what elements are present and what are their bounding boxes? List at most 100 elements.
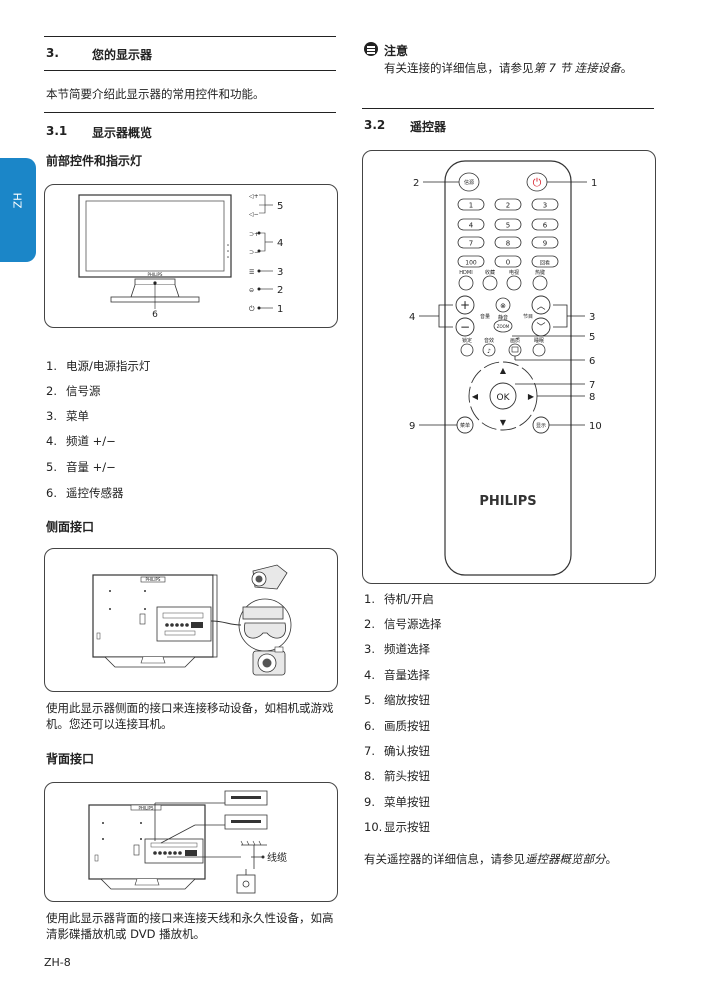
section-rule — [44, 70, 336, 71]
note-rule — [362, 108, 654, 109]
fav-label: 收藏 — [485, 269, 495, 276]
display-button-label: 显示 — [536, 423, 546, 429]
front-item-3: 3.菜单 — [46, 409, 89, 423]
front-heading: 前部控件和指示灯 — [46, 154, 143, 168]
zoom-label: ZOOM — [497, 324, 510, 329]
arrow-up-icon: ▲ — [500, 366, 507, 375]
back-figure: PHILIPS 线缆 — [44, 782, 338, 902]
remote-overview-link[interactable]: 遥控器概览部分 — [525, 852, 606, 866]
vol-minus-icon: − — [460, 320, 470, 334]
digit-1: 1 — [469, 202, 473, 210]
side-brand: PHILIPS — [146, 577, 161, 582]
remote-item-7: 7.确认按钮 — [364, 744, 430, 758]
remote-item-3: 3.频道选择 — [364, 642, 430, 656]
vol-plus-icon: + — [460, 298, 470, 312]
monitor-back-illustration: PHILIPS 线缆 — [88, 790, 287, 894]
digit-6: 6 — [543, 222, 548, 230]
side-heading: 侧面接口 — [46, 520, 95, 534]
lock-label: 锁定 — [462, 337, 472, 344]
side-text: 使用此显示器侧面的接口来连接移动设备，如相机或游戏机。您还可以连接耳机。 — [46, 701, 334, 731]
ch-label: 节目 — [523, 314, 533, 320]
language-tab-label: ZH — [11, 192, 25, 209]
remote-illustration: 2 信源 ⏻ 1 1 2 3 4 5 6 7 8 — [409, 160, 602, 576]
note-icon — [364, 42, 378, 56]
tv-label: 电视 — [509, 269, 519, 276]
remote-item-4: 4.音量选择 — [364, 668, 430, 682]
music-icon: ♪ — [487, 348, 491, 355]
source-icon: ⊖ — [249, 287, 254, 294]
rc-callout-7: 7 — [589, 380, 595, 391]
digit-0: 0 — [506, 259, 510, 267]
monitor-side-illustration: PHILIPS — [92, 564, 292, 676]
mute-icon: ⊗ — [500, 302, 506, 310]
back-brand: PHILIPS — [139, 806, 154, 811]
hotkey-label: 热键 — [535, 269, 545, 276]
arrow-right-icon: ▶ — [528, 392, 535, 401]
mute-label: 静音 — [498, 314, 508, 321]
remote-item-5: 5.缩放按钮 — [364, 693, 430, 707]
callout-2: 2 — [277, 285, 283, 296]
note-title: 注意 — [384, 44, 409, 58]
callout-6: 6 — [152, 310, 158, 320]
menu-button-label: 菜单 — [460, 422, 470, 429]
picture-label: 画质 — [510, 337, 520, 344]
callout-3: 3 — [277, 267, 283, 278]
remote-item-2: 2.信号源选择 — [364, 617, 442, 631]
note-link[interactable]: 第 7 节 连接设备 — [533, 61, 621, 75]
section-title: 您的显示器 — [92, 48, 153, 62]
ch-up-icon: ⊃+ — [249, 231, 259, 238]
rc-callout-9: 9 — [409, 421, 415, 432]
digit-9: 9 — [543, 240, 547, 248]
remote-figure: 2 信源 ⏻ 1 1 2 3 4 5 6 7 8 — [362, 150, 656, 584]
subsection-number: 3.1 — [46, 124, 68, 138]
rc-callout-8: 8 — [589, 392, 595, 403]
section-number: 3. — [46, 46, 59, 60]
remote-item-6: 6.画质按钮 — [364, 719, 430, 733]
power-icon: ⏻ — [249, 305, 255, 313]
rc-callout-6: 6 — [589, 356, 595, 367]
sleep-label: 睡眠 — [534, 337, 544, 344]
front-brand: PHILIPS — [148, 272, 163, 277]
remote-footer: 有关遥控器的详细信息，请参见遥控器概览部分。 — [364, 852, 617, 866]
note-text: 有关连接的详细信息，请参见第 7 节 连接设备。 — [384, 61, 633, 75]
digit-100: 100 — [465, 260, 477, 267]
intro-rule — [44, 112, 336, 113]
callout-5: 5 — [277, 201, 283, 212]
recall-label: 回看 — [540, 260, 550, 267]
digit-buttons: 1 2 3 4 5 6 7 8 9 100 0 回看 — [457, 198, 559, 268]
front-item-2: 2.信号源 — [46, 384, 101, 398]
remote-item-9: 9.菜单按钮 — [364, 795, 430, 809]
menu-icon: ☰ — [249, 269, 254, 276]
arrow-down-icon: ▼ — [500, 418, 507, 427]
ok-button-label: OK — [497, 393, 511, 403]
subsection-title-2: 遥控器 — [410, 120, 447, 134]
subsection-number-2: 3.2 — [364, 118, 386, 132]
page-number: ZH-8 — [44, 956, 71, 969]
subsection-title: 显示器概览 — [92, 126, 153, 140]
intro-text: 本节简要介绍此显示器的常用控件和功能。 — [46, 87, 265, 101]
front-item-6: 6.遥控传感器 — [46, 486, 124, 500]
digit-3: 3 — [543, 202, 547, 210]
remote-item-1: 1.待机/开启 — [364, 592, 434, 606]
power-button-icon: ⏻ — [533, 176, 542, 189]
sound-label: 音效 — [484, 337, 494, 344]
ch-down-button-icon: ﹀ — [536, 322, 545, 333]
ch-up-button-icon: ︿ — [536, 302, 545, 312]
language-tab: ZH — [0, 158, 36, 262]
arrow-left-icon: ◀ — [472, 392, 479, 401]
vol-down-icon: ◁− — [249, 211, 259, 218]
digit-5: 5 — [506, 222, 510, 230]
rc-callout-2: 2 — [413, 178, 419, 189]
digit-4: 4 — [469, 222, 474, 230]
remote-item-10: 10.显示按钮 — [364, 820, 430, 834]
front-item-4: 4.频道 +/− — [46, 434, 116, 448]
back-text: 使用此显示器背面的接口来连接天线和永久性设备，如高清影碟播放机或 DVD 播放机… — [46, 911, 334, 941]
rc-callout-10: 10 — [589, 421, 602, 432]
vol-up-icon: ◁+ — [249, 193, 259, 200]
source-button-label: 信源 — [464, 179, 474, 186]
callout-1: 1 — [277, 304, 283, 315]
digit-2: 2 — [506, 202, 510, 210]
rc-callout-5: 5 — [589, 332, 595, 343]
ch-down-icon: ⊃− — [249, 249, 259, 256]
rc-callout-3: 3 — [589, 312, 595, 323]
